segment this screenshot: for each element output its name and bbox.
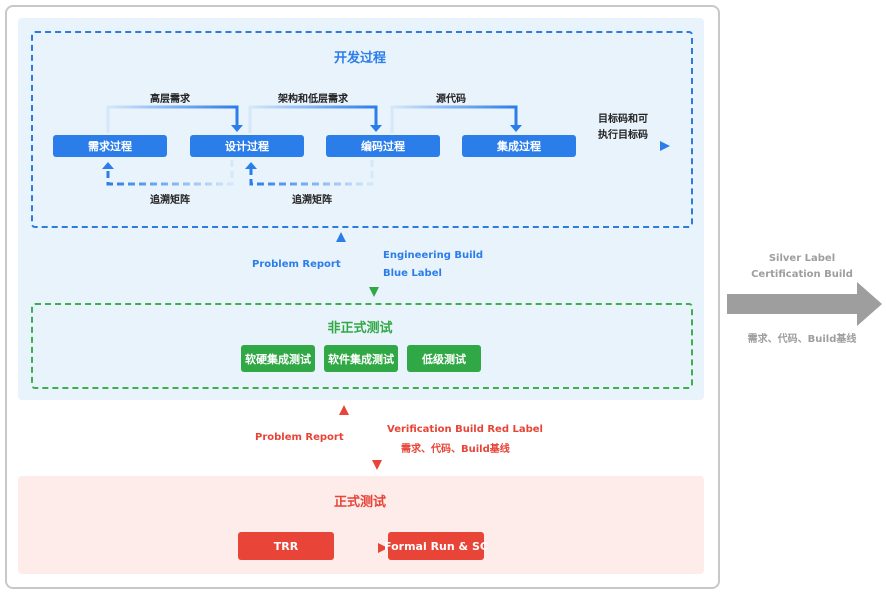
forward-label-1: 高层需求	[150, 94, 190, 105]
development-title: 开发过程	[333, 51, 386, 66]
forward-arrow-1	[106, 105, 243, 133]
formal-testing-panel	[18, 476, 704, 574]
blue-label-label: Blue Label	[383, 268, 442, 279]
process-integration[interactable]: 集成过程	[462, 135, 576, 157]
engineering-build-down-arrow	[369, 232, 379, 297]
process-requirements[interactable]: 需求过程	[53, 135, 167, 157]
forward-label-3: 源代码	[436, 94, 466, 105]
problem-report-up-arrow	[336, 232, 346, 298]
test-low-level[interactable]: 低级测试	[407, 345, 481, 372]
problem-report-red-up-arrow	[339, 405, 349, 470]
trr-to-formal-arrow	[340, 543, 388, 553]
process-coding[interactable]: 编码过程	[326, 135, 440, 157]
release-label-line1: Silver Label	[768, 253, 836, 264]
test-sw-integration[interactable]: 软件集成测试	[324, 345, 398, 372]
output-label-line1: 目标码和可	[598, 114, 648, 125]
problem-report-label-lower: Problem Report	[255, 432, 344, 443]
output-arrow	[580, 141, 670, 151]
development-panel	[18, 18, 704, 400]
test-hw-sw-integration[interactable]: 软硬集成测试	[241, 345, 315, 372]
forward-label-2: 架构和低层需求	[278, 94, 348, 105]
trace-arrow-2	[245, 160, 374, 186]
forward-arrow-3	[390, 105, 522, 133]
formal-testing-title: 正式测试	[333, 495, 386, 510]
process-design[interactable]: 设计过程	[190, 135, 304, 157]
engineering-build-label: Engineering Build	[383, 250, 484, 261]
verification-build-down-arrow	[372, 405, 382, 470]
informal-testing-title: 非正式测试	[327, 321, 393, 336]
verification-build-label: Verification Build Red Label	[387, 424, 543, 435]
informal-testing-box	[31, 303, 693, 389]
development-process-box	[31, 31, 693, 228]
release-label-line3: 需求、代码、Build基线	[747, 334, 857, 345]
problem-report-label-upper: Problem Report	[252, 259, 341, 270]
output-label-line2: 执行目标码	[598, 130, 648, 141]
release-label-line2: Certification Build	[751, 269, 853, 280]
forward-arrow-2	[248, 105, 382, 133]
verification-baseline-label: 需求、代码、Build基线	[401, 444, 510, 455]
release-arrow	[727, 282, 882, 326]
step-trr[interactable]: TRR	[238, 532, 334, 560]
step-formal-run[interactable]: Formal Run & SC	[384, 532, 488, 560]
trace-arrow-1	[102, 160, 234, 186]
trace-label-1: 追溯矩阵	[150, 195, 190, 206]
trace-label-2: 追溯矩阵	[292, 195, 332, 206]
